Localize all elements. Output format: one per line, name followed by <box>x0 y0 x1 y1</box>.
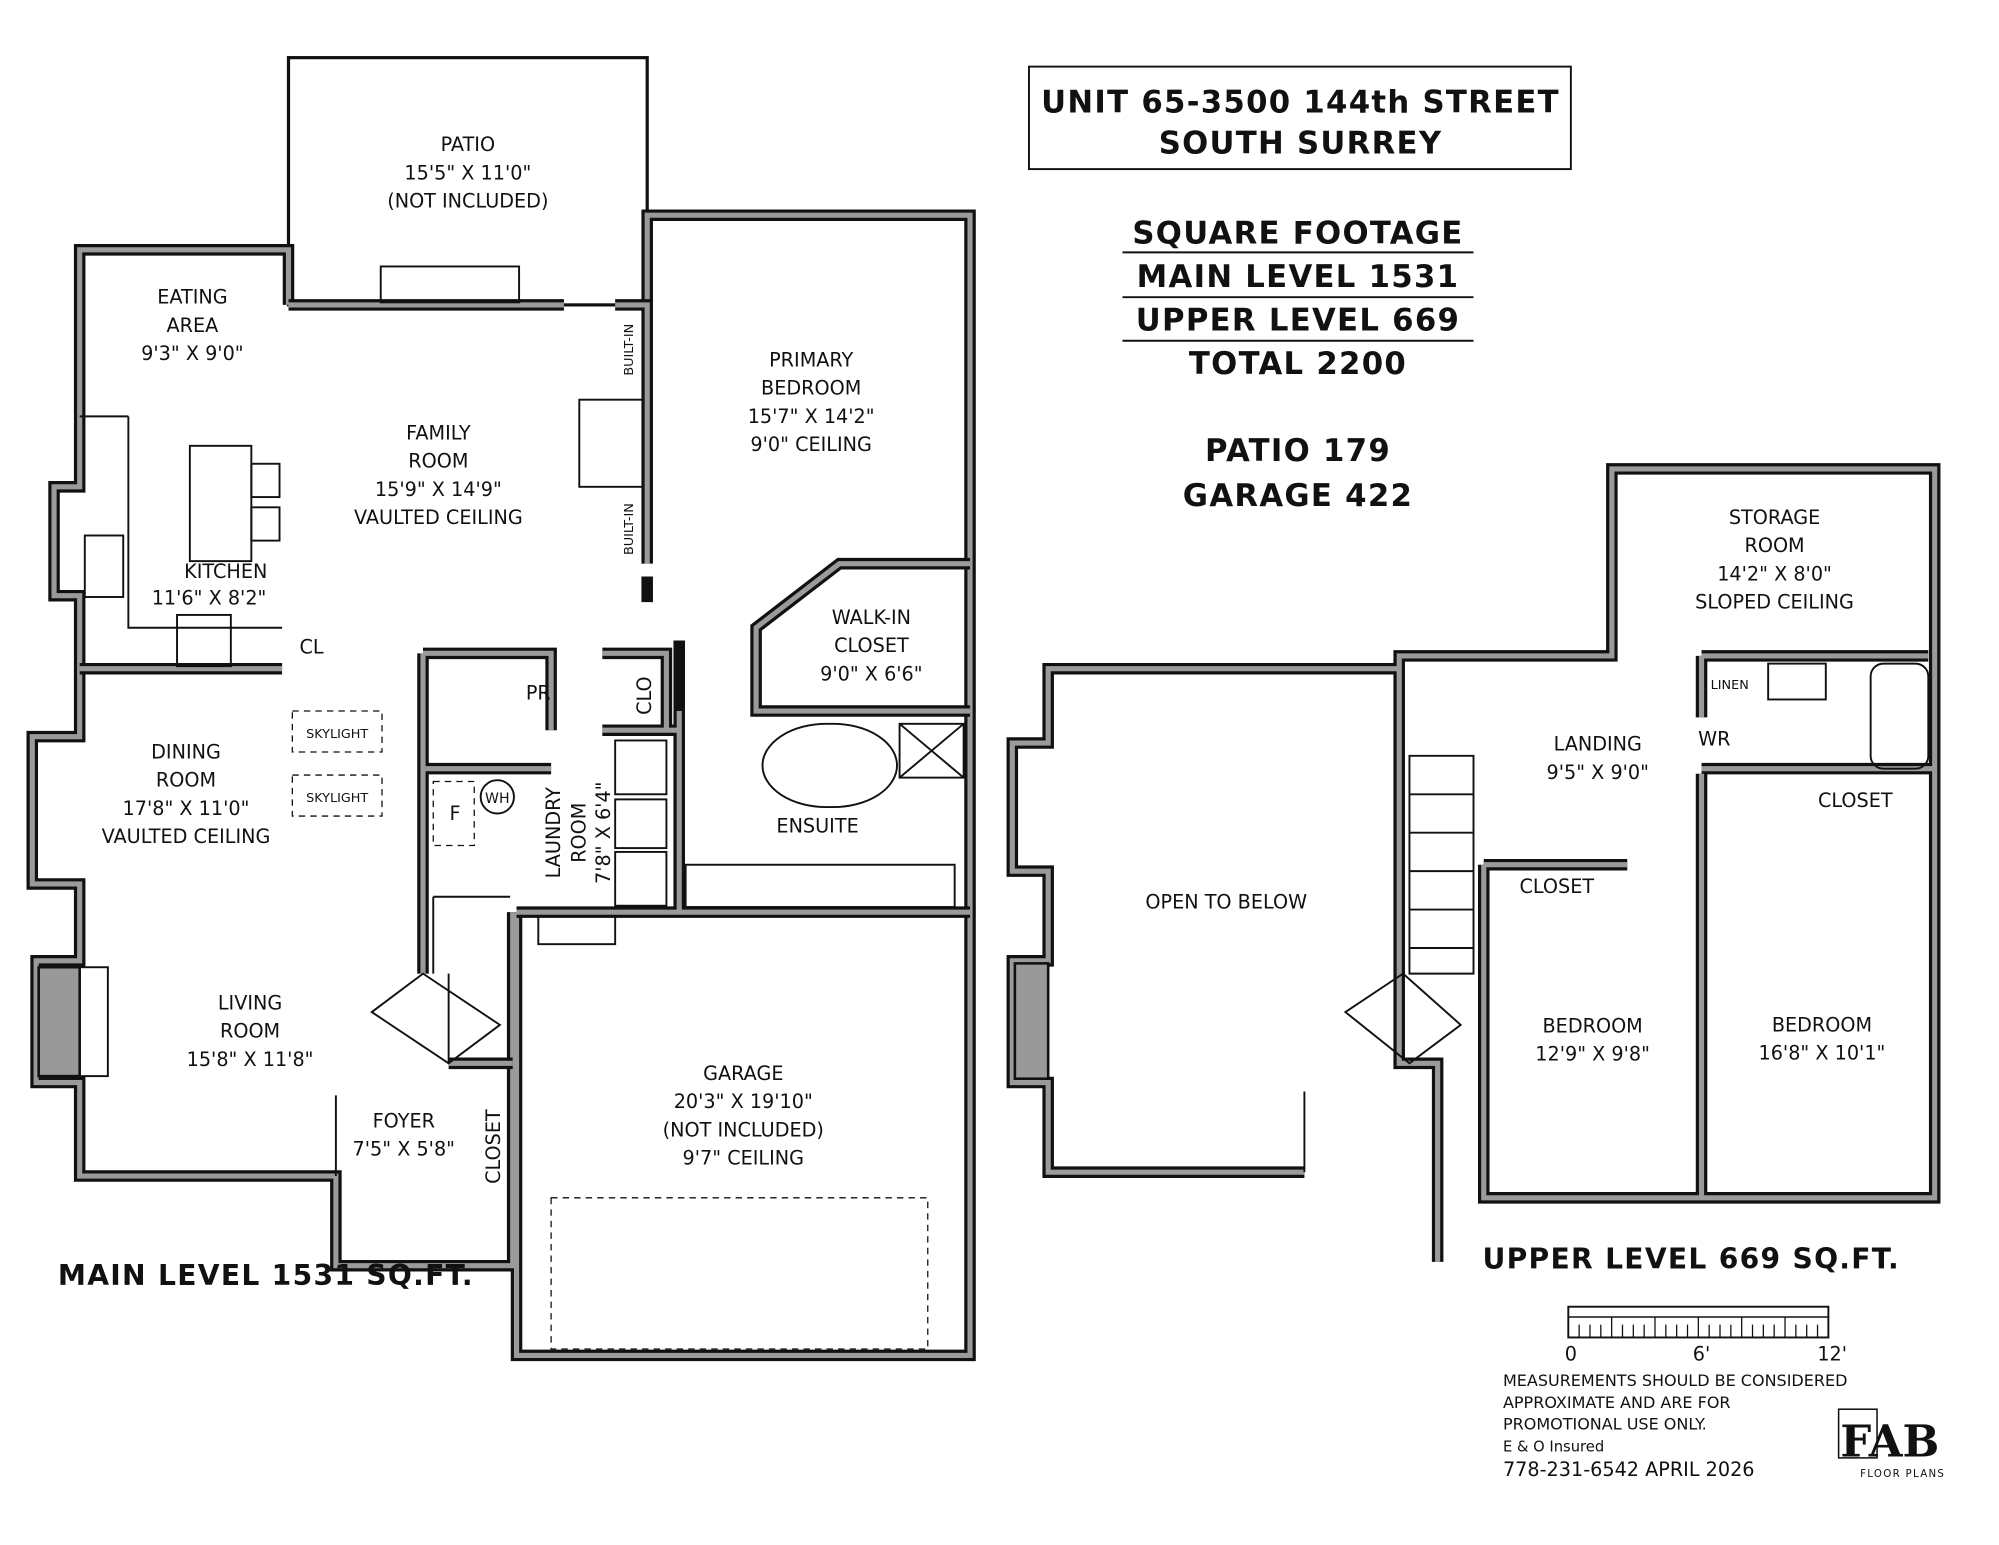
linen-label: LINEN <box>1711 678 1749 693</box>
foyer-closet-label: CLOSET <box>482 1109 505 1184</box>
scale-bar: 0 6' 12' <box>1565 1305 1847 1366</box>
kitchen-dim: 11'6" X 8'2" <box>152 587 267 610</box>
walkin-label: WALK-IN <box>832 606 911 629</box>
foyer-label: FOYER <box>373 1109 435 1132</box>
primary-label2: BEDROOM <box>761 377 861 400</box>
storage-ceiling: SLOPED CEILING <box>1695 591 1854 614</box>
patio-dim: 15'5" X 11'0" <box>404 161 531 184</box>
bedroom2-dim: 16'8" X 10'1" <box>1759 1041 1886 1064</box>
garage-ceiling: 9'7" CEILING <box>683 1147 804 1170</box>
dining-dim: 17'8" X 11'0" <box>123 797 250 820</box>
storage-label: STORAGE <box>1729 506 1820 529</box>
storage-label2: ROOM <box>1744 534 1804 557</box>
logo-text: FLOOR PLANS <box>1860 1468 1945 1480</box>
eating-label: EATING <box>157 286 227 309</box>
kitchen-label: KITCHEN <box>184 560 267 583</box>
cl-label: CL <box>299 635 323 658</box>
insured-note: E & O Insured <box>1503 1438 1604 1455</box>
family-label2: ROOM <box>408 450 468 473</box>
sqft-garage: GARAGE 422 <box>1183 478 1413 514</box>
ensuite-label: ENSUITE <box>776 815 858 838</box>
sqft-title: SQUARE FOOTAGE <box>1132 215 1463 251</box>
bedroom1-dim: 12'9" X 9'8" <box>1535 1043 1650 1066</box>
builtin-label-1: BUILT-IN <box>622 324 637 376</box>
family-label: FAMILY <box>406 421 471 444</box>
garage-label: GARAGE <box>703 1062 783 1085</box>
closet-label-1: CLOSET <box>1519 875 1594 898</box>
note-line-1: MEASUREMENTS SHOULD BE CONSIDERED <box>1503 1371 1847 1390</box>
landing-dim: 9'5" X 9'0" <box>1547 761 1649 784</box>
living-dim: 15'8" X 11'8" <box>187 1048 314 1071</box>
foyer-dim: 7'5" X 5'8" <box>353 1138 455 1161</box>
living-label2: ROOM <box>220 1020 280 1043</box>
wr-label: WR <box>1698 728 1730 751</box>
patio-note: (NOT INCLUDED) <box>387 190 548 213</box>
sqft-patio: PATIO 179 <box>1205 433 1391 469</box>
scale-label-0: 0 <box>1565 1343 1577 1366</box>
primary-dim: 15'7" X 14'2" <box>748 405 875 428</box>
pr-label: PR <box>526 681 551 704</box>
builtin-label-2: BUILT-IN <box>622 503 637 555</box>
walkin-dim: 9'0" X 6'6" <box>820 662 922 685</box>
note-line-2: APPROXIMATE AND ARE FOR <box>1503 1393 1731 1412</box>
logo-mark: FAB <box>1840 1417 1939 1468</box>
patio-label: PATIO <box>441 133 496 156</box>
skylight-label-2: SKYLIGHT <box>306 791 368 806</box>
eating-label2: AREA <box>167 314 219 337</box>
sqft-upper: UPPER LEVEL 669 <box>1136 303 1460 339</box>
water-heater-label: WH <box>485 791 510 807</box>
laundry-label: LAUNDRY <box>542 787 565 879</box>
storage-dim: 14'2" X 8'0" <box>1717 562 1832 585</box>
primary-label: PRIMARY <box>769 348 853 371</box>
dining-label2: ROOM <box>156 769 216 792</box>
dining-ceiling: VAULTED CEILING <box>102 825 271 848</box>
clo-label: CLO <box>633 676 656 715</box>
bedroom1-label: BEDROOM <box>1543 1015 1643 1038</box>
scale-label-6: 6' <box>1693 1343 1711 1366</box>
walkin-label2: CLOSET <box>834 634 909 657</box>
open-to-below-label: OPEN TO BELOW <box>1145 890 1307 913</box>
laundry-dim: 7'8" X 6'4" <box>592 781 615 883</box>
main-level-walls <box>26 56 976 1362</box>
fab-logo: FAB FLOOR PLANS <box>1837 1408 1945 1480</box>
address-box <box>1028 65 1572 171</box>
main-level-labels: PATIO 15'5" X 11'0" (NOT INCLUDED) EATIN… <box>102 133 923 1184</box>
garage-dim: 20'3" X 19'10" <box>674 1090 813 1113</box>
note-line-3: PROMOTIONAL USE ONLY. <box>1503 1415 1707 1434</box>
scale-label-12: 12' <box>1817 1343 1847 1366</box>
dining-label: DINING <box>151 740 221 763</box>
primary-ceiling: 9'0" CEILING <box>750 433 871 456</box>
eating-dim: 9'3" X 9'0" <box>141 342 243 365</box>
bedroom2-label: BEDROOM <box>1772 1013 1872 1036</box>
living-label: LIVING <box>218 992 282 1015</box>
landing-label: LANDING <box>1554 733 1642 756</box>
furnace-label: F <box>450 802 461 825</box>
sqft-total: TOTAL 2200 <box>1189 346 1407 382</box>
main-level-caption: MAIN LEVEL 1531 SQ.FT. <box>58 1259 474 1292</box>
closet-label-2: CLOSET <box>1818 789 1893 812</box>
upper-level-labels: STORAGE ROOM 14'2" X 8'0" SLOPED CEILING… <box>1145 506 1892 1066</box>
contact-date: 778-231-6542 APRIL 2026 <box>1503 1458 1755 1481</box>
upper-level-caption: UPPER LEVEL 669 SQ.FT. <box>1482 1242 1900 1275</box>
laundry-label2: ROOM <box>568 803 591 863</box>
family-ceiling: VAULTED CEILING <box>354 506 523 529</box>
skylight-label-1: SKYLIGHT <box>306 727 368 742</box>
garage-note: (NOT INCLUDED) <box>663 1118 824 1141</box>
address-line2: SOUTH SURREY <box>1159 126 1443 162</box>
family-dim: 15'9" X 14'9" <box>375 478 502 501</box>
upper-level-walls <box>1006 463 1941 1262</box>
sqft-main: MAIN LEVEL 1531 <box>1137 259 1460 295</box>
address-line1: UNIT 65-3500 144th STREET <box>1041 85 1560 121</box>
